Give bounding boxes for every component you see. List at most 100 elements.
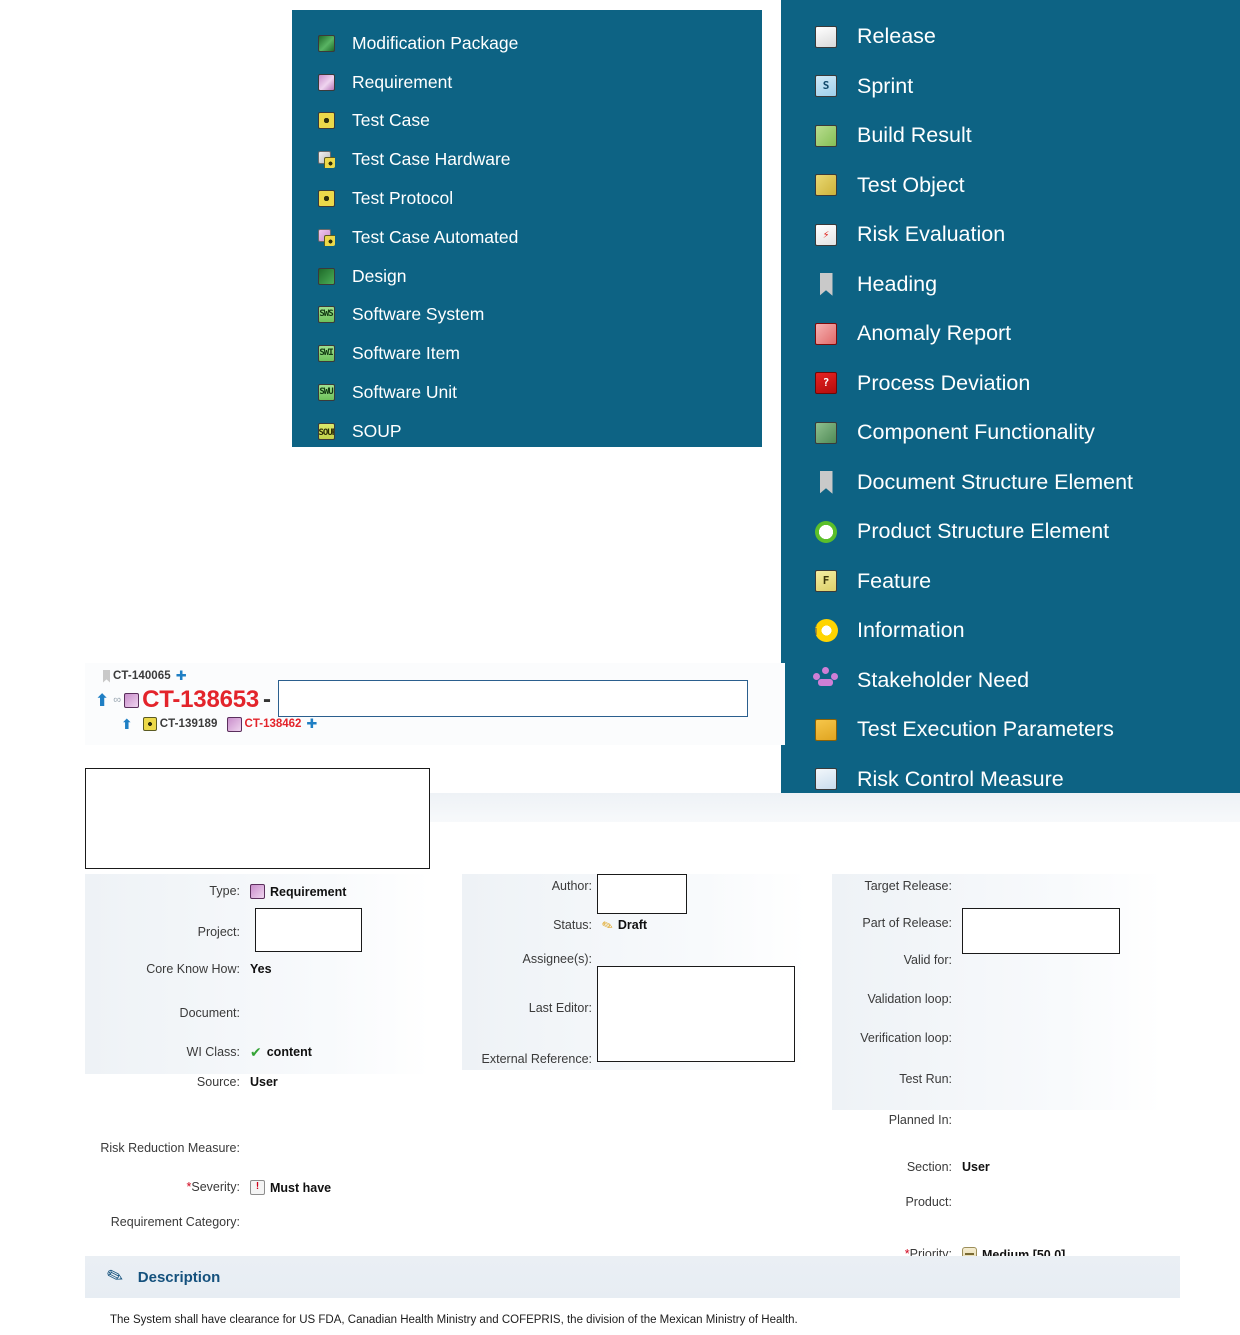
expand-plus-icon[interactable]: ✚ [175,668,187,683]
menu-item-requirement[interactable]: Requirement [292,63,762,102]
field-label: Verification loop: [832,1031,962,1045]
test-protocol-icon [316,189,336,209]
field-label: *Severity: [85,1180,250,1194]
menu-item-label: SOUP [352,420,402,441]
required-asterisk: * [186,1180,192,1194]
process-deviation-icon: ? [813,370,839,396]
field-value[interactable]: !Must have [250,1180,331,1195]
breadcrumb-child-id[interactable]: CT-138462 [244,718,302,730]
form-row: Test Run: [832,1072,1162,1086]
field-label-text: Verification loop: [860,1031,952,1045]
anomaly-report-icon [813,321,839,347]
form-row: WI Class:✔content [85,1045,430,1059]
menu-item-design[interactable]: Design [292,257,762,296]
project-field-box[interactable] [255,908,362,952]
field-label-text: Part of Release: [862,916,952,930]
menu-item-component-functionality[interactable]: Component Functionality [781,408,1240,458]
menu-item-test-case[interactable]: Test Case [292,102,762,141]
menu-item-modification-package[interactable]: Modification Package [292,24,762,63]
menu-item-risk-evaluation[interactable]: ⚡Risk Evaluation [781,210,1240,260]
sprint-icon: S [813,73,839,99]
menu-item-label: Test Object [857,172,965,197]
breadcrumb-current-id[interactable]: CT-138653 [142,686,260,713]
menu-item-label: Anomaly Report [857,321,1012,346]
author-field-box[interactable] [597,874,687,914]
product-structure-circle-icon [813,519,839,545]
requirement-icon [124,692,140,708]
information-icon: i [813,618,839,644]
field-label: Status: [462,918,602,932]
menu-item-product-structure-element[interactable]: Product Structure Element [781,507,1240,557]
menu-item-release[interactable]: Release [781,12,1240,62]
field-value[interactable]: User [250,1075,278,1089]
external-reference-field-box[interactable] [597,966,795,1062]
breadcrumb-parent-id[interactable]: CT-140065 [113,670,171,682]
field-label-text: Validation loop: [867,992,952,1006]
field-label: Document: [85,1006,250,1020]
field-value[interactable]: ✎Draft [600,916,647,934]
field-label-text: Author: [551,879,592,893]
menu-item-heading[interactable]: Heading [781,260,1240,310]
menu-item-label: Test Protocol [352,188,454,209]
link-icon: ∞ [113,694,121,706]
move-up-icon[interactable]: ⬆ [121,716,133,732]
move-up-icon[interactable]: ⬆ [95,690,110,710]
field-label-text: Planned In: [888,1113,952,1127]
form-row: Valid for: [832,953,1162,967]
form-row: Assignee(s): [462,952,807,966]
field-value[interactable]: User [962,1160,990,1174]
work-item-title-box[interactable] [85,768,430,869]
menu-item-test-case-automated[interactable]: Test Case Automated [292,218,762,257]
field-label: Validation loop: [832,992,962,1006]
menu-item-label: Modification Package [352,32,519,53]
menu-item-label: Feature [857,568,932,593]
menu-item-stakeholder-need[interactable]: Stakeholder Need [781,656,1240,706]
breadcrumb-children-row: ⬆ CT-139189 CT-138462 ✚ [121,716,317,732]
requirement-icon [316,72,336,92]
menu-item-test-execution-parameters[interactable]: Test Execution Parameters [781,705,1240,755]
software-item-icon: SWI [316,344,336,364]
form-row: External Reference: [462,1052,807,1066]
required-asterisk: * [904,1247,910,1261]
menu-item-process-deviation[interactable]: ? Process Deviation [781,359,1240,409]
field-label-text: Project: [197,925,240,939]
menu-item-test-protocol[interactable]: Test Protocol [292,179,762,218]
menu-item-test-object[interactable]: Test Object [781,161,1240,211]
work-item-title-input[interactable] [278,680,748,717]
menu-item-software-item[interactable]: SWI Software Item [292,334,762,373]
menu-item-build-result[interactable]: Build Result [781,111,1240,161]
description-section-header: ✎ Description [85,1256,1180,1298]
menu-item-risk-control-measure[interactable]: Risk Control Measure [781,755,1240,805]
breadcrumb-parent-row[interactable]: CT-140065 ✚ [103,668,187,684]
field-value[interactable]: Requirement [250,884,346,899]
form-row: Section:User [832,1160,1162,1174]
test-case-automated-icon [316,227,336,247]
field-label-text: External Reference: [481,1052,592,1066]
form-row: Product: [832,1195,1162,1209]
menu-item-label: Software Item [352,343,460,364]
breadcrumb-child-id[interactable]: CT-139189 [159,718,218,730]
part-of-release-field-box[interactable] [962,908,1120,954]
menu-item-document-structure-element[interactable]: Document Structure Element [781,458,1240,508]
requirement-icon [226,716,242,732]
field-label: External Reference: [462,1052,602,1066]
field-value[interactable]: ✔content [250,1045,312,1059]
menu-item-anomaly-report[interactable]: Anomaly Report [781,309,1240,359]
expand-plus-icon[interactable]: ✚ [306,716,318,731]
field-value[interactable]: Yes [250,962,272,976]
field-label: Source: [85,1075,250,1089]
menu-item-test-case-hardware[interactable]: Test Case Hardware [292,140,762,179]
menu-item-label: Process Deviation [857,370,1031,395]
field-label: Planned In: [832,1113,962,1127]
field-label: Test Run: [832,1072,962,1086]
field-label-text: Document: [179,1006,240,1020]
